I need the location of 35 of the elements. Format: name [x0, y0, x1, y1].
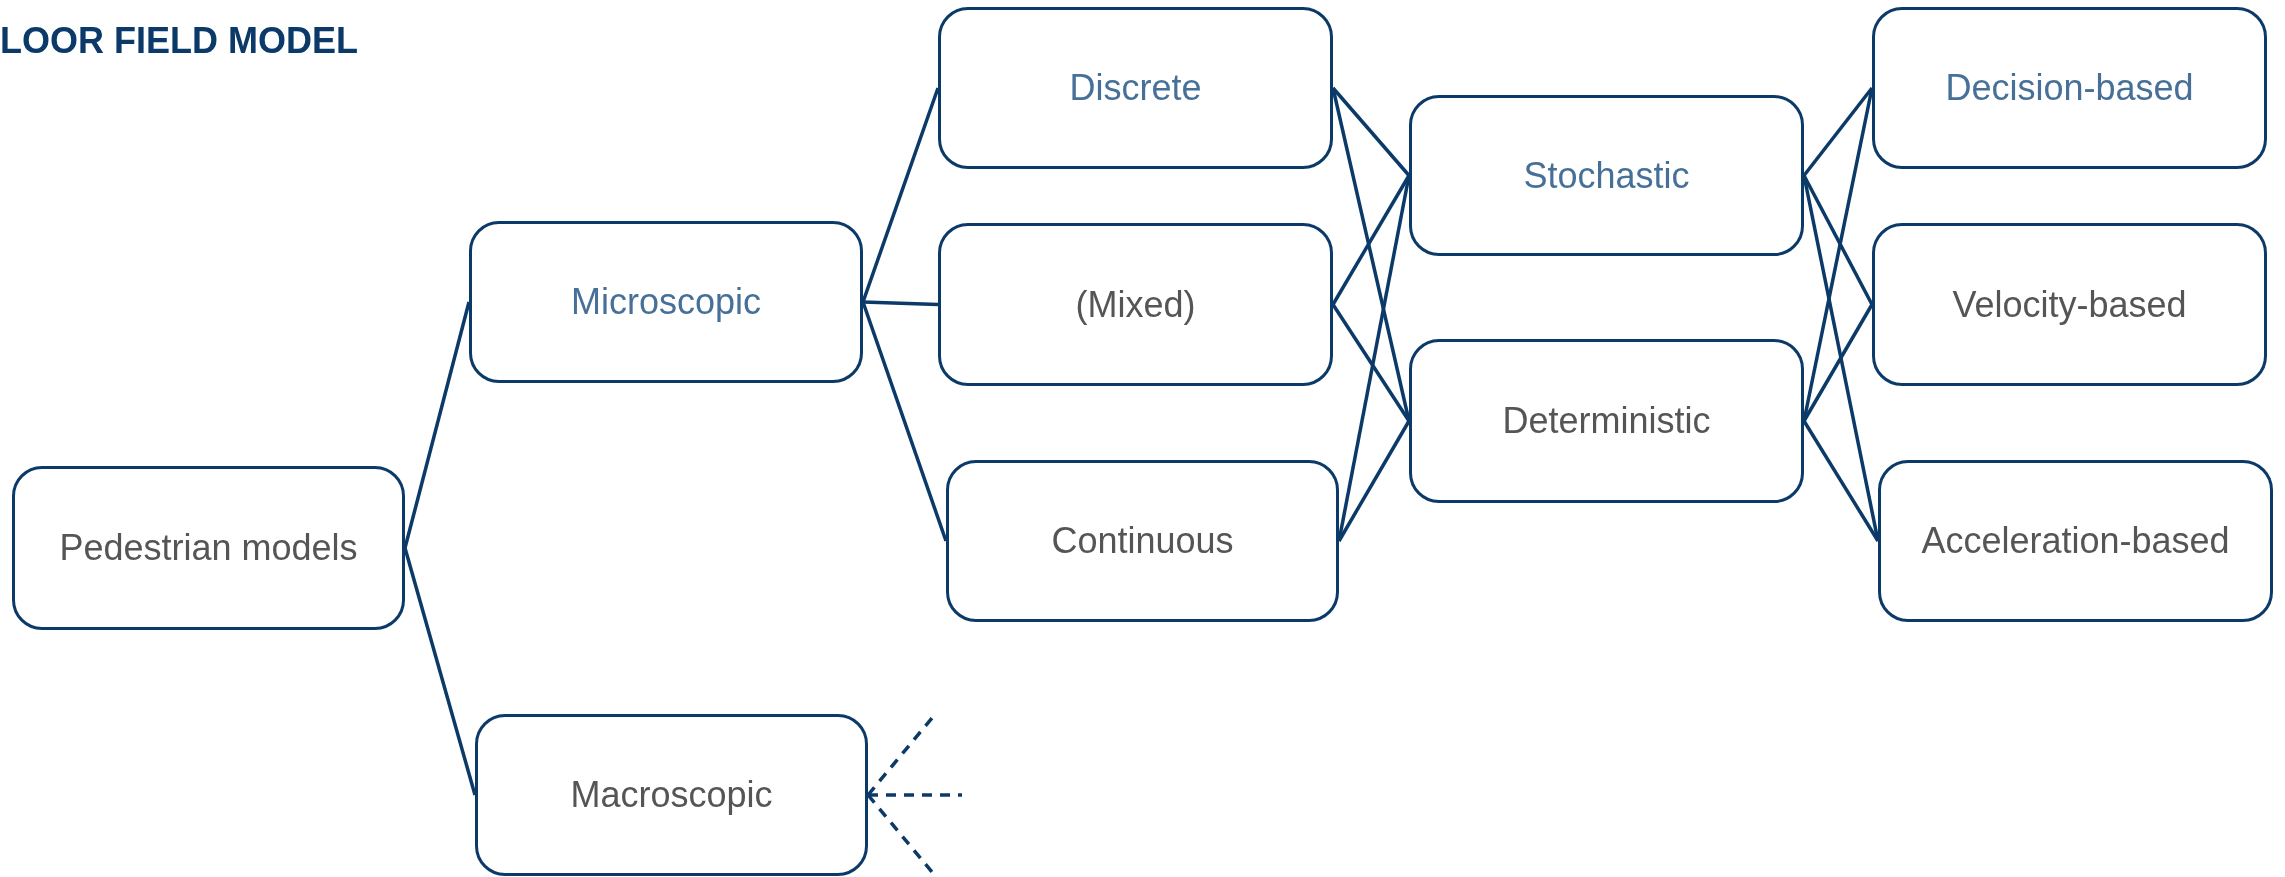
category-label: Acceleration-based: [1921, 520, 2230, 562]
connector-line: [861, 87, 940, 303]
connector-line: [861, 301, 948, 542]
category-label: Discrete: [1069, 67, 1202, 109]
connector-line: [1802, 86, 1874, 177]
dashed-connector: [866, 793, 934, 874]
category-label: Macroscopic: [570, 774, 773, 816]
connector-line: [862, 300, 939, 307]
connector-line: [403, 547, 477, 796]
category-label: Deterministic: [1502, 400, 1711, 442]
category-box: [1409, 339, 1804, 503]
category-box: [1409, 95, 1804, 256]
connector-line: [1802, 303, 1874, 422]
dashed-connector: [868, 793, 962, 797]
diagram-title: LOOR FIELD MODEL: [0, 20, 358, 62]
category-label: (Mixed): [1075, 283, 1196, 326]
category-label: Decision-based: [1945, 67, 2194, 109]
connector-line: [403, 301, 471, 549]
category-box: [12, 466, 405, 630]
category-box: [938, 7, 1333, 169]
category-box: [938, 223, 1333, 386]
category-box: [1878, 460, 2273, 622]
category-box: [469, 221, 863, 383]
category-label: Velocity-based: [1952, 283, 2187, 326]
category-box: [946, 460, 1339, 622]
category-label: Pedestrian models: [59, 527, 358, 569]
category-box: [1872, 7, 2267, 169]
category-box: [475, 714, 868, 876]
connector-line: [1331, 86, 1411, 177]
category-label: Stochastic: [1523, 154, 1690, 197]
connector-line: [1802, 420, 1880, 542]
category-label: Microscopic: [570, 281, 761, 323]
category-box: [1872, 223, 2267, 386]
category-label: Continuous: [1051, 520, 1234, 562]
connector-line: [1337, 420, 1411, 542]
